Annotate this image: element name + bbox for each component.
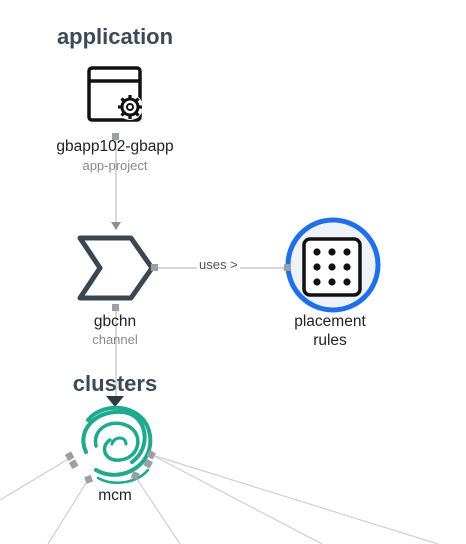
cluster-swirl-icon[interactable] (81, 405, 153, 484)
uses-edge-label: uses > (197, 257, 240, 272)
edge-arrowhead-clusters (106, 396, 124, 407)
placement-port[interactable] (284, 264, 291, 271)
application-type: app-project (82, 158, 148, 173)
application-section-title: application (56, 24, 174, 49)
cluster-ports[interactable] (64, 449, 156, 484)
placement-name-line2: rules (313, 332, 347, 349)
cluster-name[interactable]: mcm (98, 487, 132, 504)
channel-port-bottom[interactable] (112, 304, 119, 311)
channel-port-right[interactable] (151, 264, 158, 271)
clusters-section-title: clusters (72, 371, 158, 396)
placement-name[interactable]: placement rules (294, 312, 366, 350)
cluster-fanout-lines (0, 454, 439, 544)
app-settings-icon[interactable] (87, 66, 143, 122)
application-name[interactable]: gbapp102-gbapp (56, 138, 174, 155)
edge-arrowhead (111, 222, 121, 230)
channel-name[interactable]: gbchn (93, 313, 137, 330)
placement-name-line1: placement (294, 313, 366, 330)
grid-dots-icon[interactable] (285, 217, 381, 313)
channel-type: channel (92, 332, 138, 347)
app-port[interactable] (112, 133, 119, 140)
channel-chevron-icon[interactable] (77, 235, 155, 301)
